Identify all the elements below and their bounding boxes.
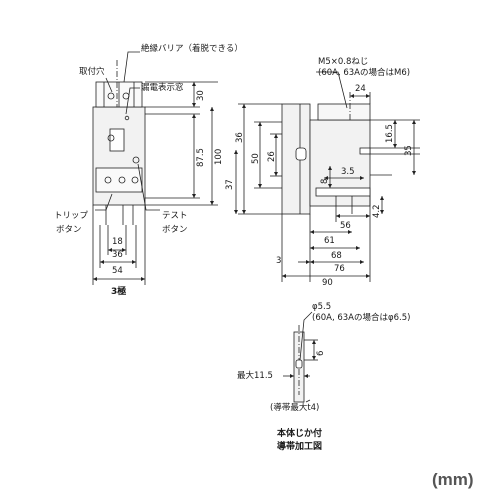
label-trip-button-1: トリップ (54, 211, 89, 221)
dim-front-100: 100 (214, 148, 224, 165)
dim-side-26: 26 (267, 151, 277, 162)
dim-side-4-2: 4.2 (372, 204, 382, 218)
dim-side-3: 3 (276, 256, 282, 266)
dim-side-36: 36 (235, 132, 245, 143)
dim-side-37: 37 (225, 179, 235, 190)
label-screw-spec: M5×0.8ねじ (318, 57, 369, 67)
dim-side-68: 68 (331, 251, 342, 261)
label-hole-spec: φ5.5 (312, 302, 332, 312)
dim-side-76: 76 (334, 264, 345, 274)
label-test-button-1: テスト (162, 211, 188, 221)
label-insulation-barrier: 絶縁バリア（着脱できる） (141, 44, 243, 54)
label-max-11-5: 最大11.5 (237, 371, 273, 381)
title-line-1: 本体じか付 (277, 429, 323, 439)
dim-side-16-5: 16.5 (385, 124, 395, 143)
label-trip-button-2: ボタン (56, 225, 82, 235)
label-leak-window: 漏電表示窓 (141, 83, 184, 93)
dim-side-3-5: 3.5 (341, 167, 355, 177)
dim-front-30: 30 (196, 90, 206, 101)
dim-band-6: 6 (316, 350, 326, 356)
side-view (234, 71, 420, 282)
dim-side-56: 56 (340, 221, 351, 231)
dim-side-50: 50 (251, 153, 261, 164)
dim-side-35: 35 (404, 145, 414, 156)
dim-side-24: 24 (355, 84, 366, 94)
dim-front-54: 54 (112, 266, 123, 276)
dim-side-8: 8 (320, 178, 330, 184)
label-band-max: (導帯最大t4) (270, 403, 320, 413)
label-mounting-hole: 取付穴 (79, 67, 105, 77)
label-hole-note: (60A, 63Aの場合はφ6.5) (312, 313, 411, 323)
band-detail (283, 311, 318, 403)
front-view (92, 51, 218, 285)
dim-side-61: 61 (324, 236, 335, 246)
dim-front-18: 18 (112, 237, 123, 247)
dim-front-87-5: 87.5 (196, 148, 206, 167)
dim-side-90: 90 (322, 278, 333, 288)
title-line-2: 導帯加工図 (277, 442, 323, 452)
dim-front-36: 36 (112, 250, 123, 260)
label-poles: 3極 (111, 287, 127, 297)
label-screw-note: (60A, 63Aの場合はM6) (318, 68, 411, 78)
unit-label: (mm) (432, 470, 474, 489)
label-test-button-2: ボタン (162, 225, 188, 235)
